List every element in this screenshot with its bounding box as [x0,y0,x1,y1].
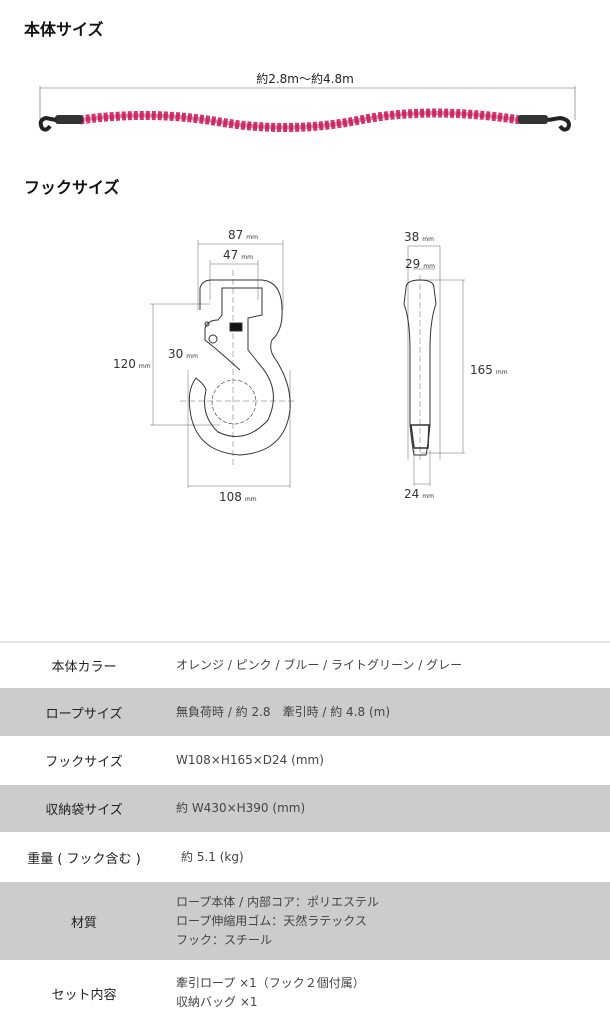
spec-row-color: 本体カラーオレンジ / ピンク / ブルー / ライトグリーン / グレー [51,658,463,675]
spec-row-material: 材質ロープ本体 / 内部コア：ポリエステルロープ伸縮用ゴム：天然ラテックスフック… [0,882,610,960]
section-title-body-size: 本体サイズ [24,20,104,39]
spec-row-contents: セット内容牽引ロープ ×1（フック２個付属）収納バッグ ×1 [51,976,365,1009]
spec-row-weight: 重量 ( フック含む )約 5.1 (kg) [27,849,244,867]
hook-side-drawing [403,279,437,456]
hook-left-icon [38,115,57,132]
spec-row-rope-size: ロープサイズ無負荷時 / 約 2.8 牽引時 / 約 4.8 (m) [0,688,610,736]
rope-sleeve-right [518,115,548,124]
spec-table: 本体カラーオレンジ / ピンク / ブルー / ライトグリーン / グレー ロー… [0,641,610,1026]
rope-image [38,86,576,132]
hook-front-drawing [188,279,291,456]
section-title-hook-size: フックサイズ [24,178,120,197]
hook-diagram [150,240,465,488]
spec-row-bag-size: 収納袋サイズ約 W430×H390 (mm) [0,785,610,832]
rope-length-label: 約2.8m〜約4.8m [256,72,354,86]
hook-right-icon [547,115,571,132]
rope-sleeve-left [55,115,83,124]
